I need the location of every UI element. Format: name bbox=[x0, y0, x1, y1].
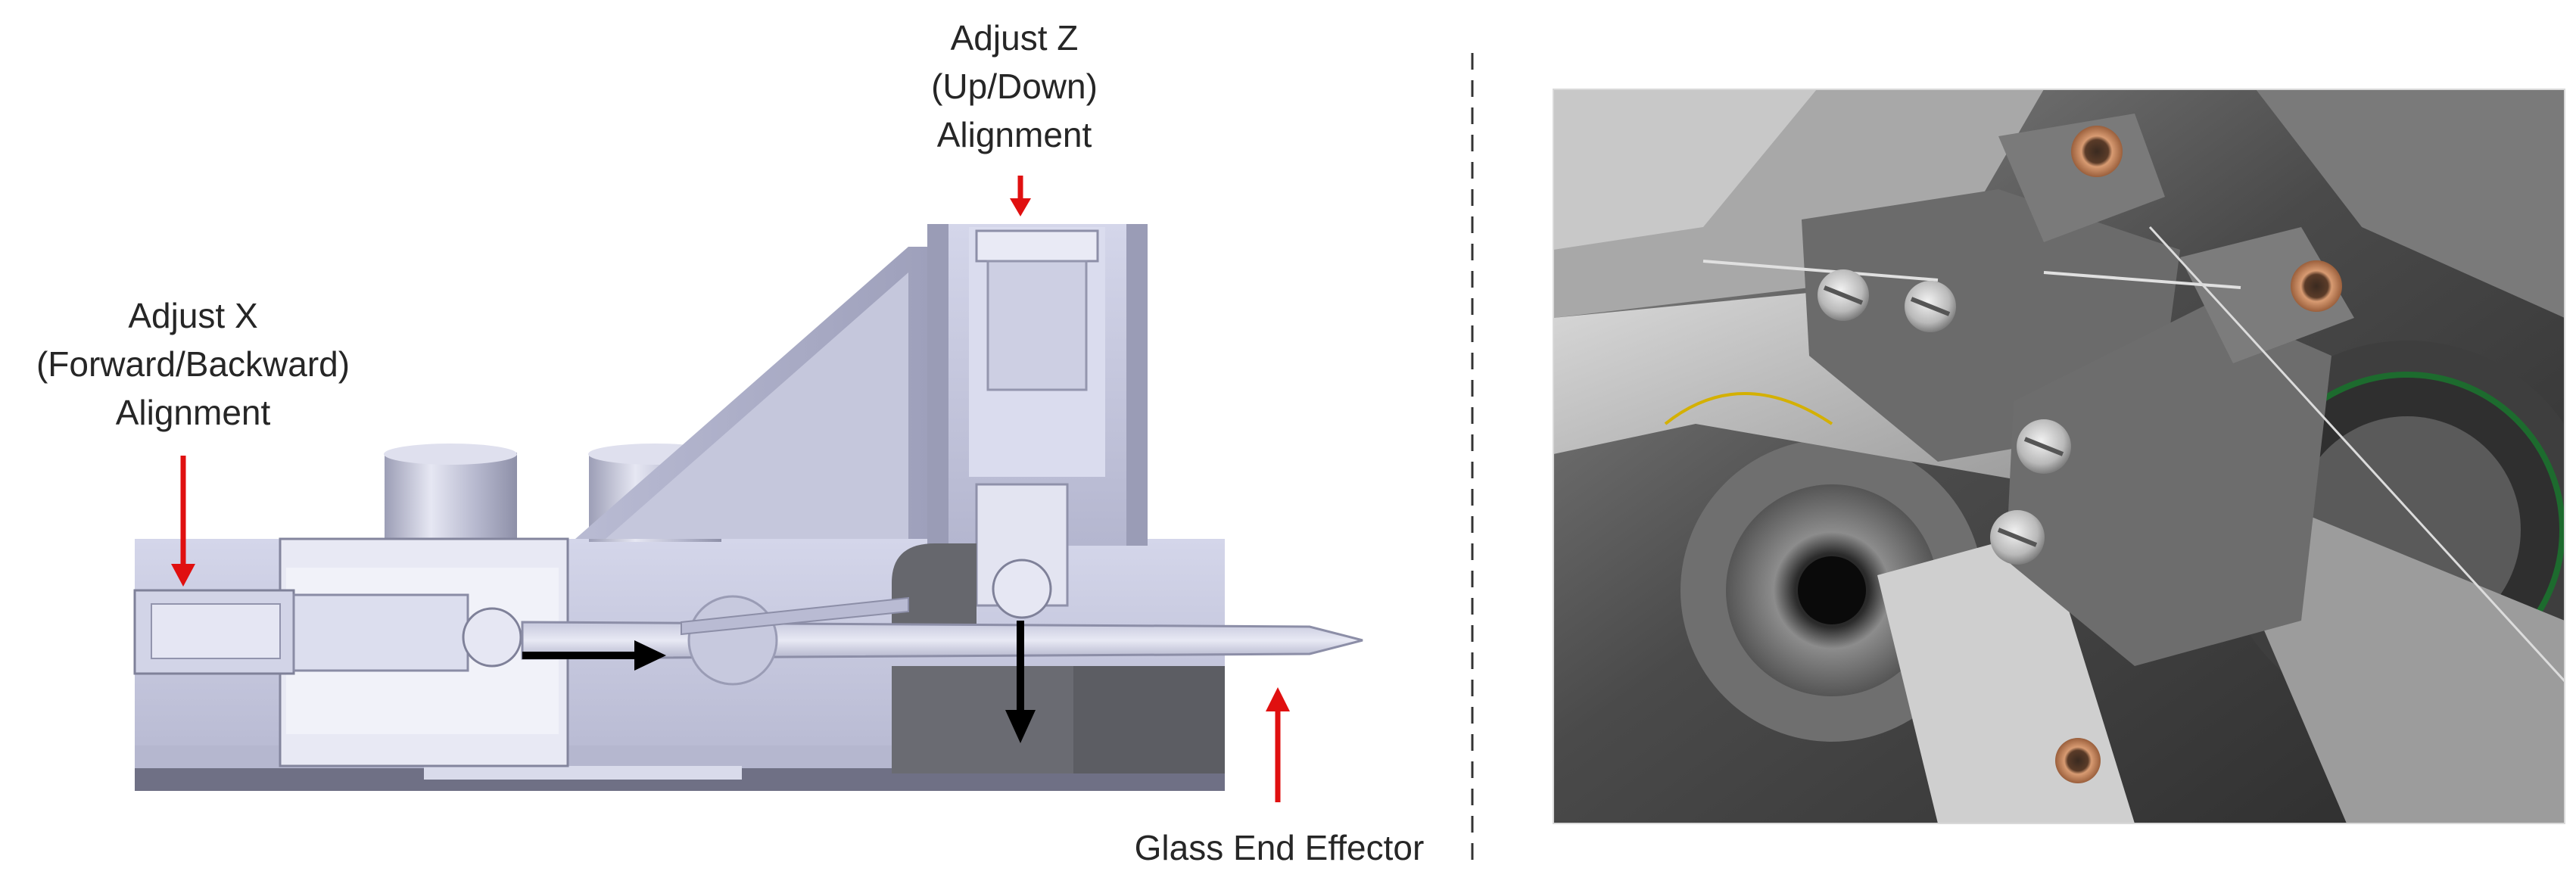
adjust-z-arrow bbox=[1010, 176, 1031, 216]
z-screw-shaft bbox=[986, 260, 1088, 391]
brass-insert-1 bbox=[2071, 126, 2123, 177]
downward-motion-arrow bbox=[1005, 621, 1036, 743]
rod-pivot-ball bbox=[687, 595, 778, 686]
brass-insert-3 bbox=[2055, 738, 2101, 783]
angled-bracket-face bbox=[606, 272, 908, 539]
holder-lower bbox=[2006, 303, 2331, 666]
adjust-x-line-3: Alignment bbox=[115, 393, 271, 432]
cylinder-left-top bbox=[384, 444, 517, 465]
x-plunger bbox=[292, 593, 469, 672]
screw-4 bbox=[1990, 510, 2045, 565]
z-housing-left-wall bbox=[927, 224, 948, 546]
z-screw-head bbox=[975, 229, 1099, 263]
dark-lower-block-face bbox=[892, 666, 1073, 774]
rod-guide bbox=[681, 596, 909, 636]
adjust-z-line-2: (Up/Down) bbox=[931, 67, 1098, 106]
cad-cross-section bbox=[133, 176, 1363, 802]
cylinder-left bbox=[385, 453, 517, 542]
brass-insert-2 bbox=[2291, 260, 2342, 312]
z-housing-right-wall bbox=[1126, 224, 1148, 546]
glass-end-effector-label: Glass End Effector bbox=[1113, 823, 1446, 872]
adjust-x-line-2: (Forward/Backward) bbox=[36, 344, 350, 384]
forward-motion-arrow bbox=[522, 640, 666, 671]
adjust-z-line-1: Adjust Z bbox=[950, 18, 1079, 58]
device-photo bbox=[1553, 89, 2565, 824]
adjust-z-line-3: Alignment bbox=[936, 115, 1092, 154]
z-ball bbox=[992, 559, 1052, 619]
screw-2 bbox=[1905, 281, 1956, 332]
screw-1 bbox=[1818, 269, 1869, 321]
adjust-x-line-1: Adjust X bbox=[128, 296, 258, 335]
x-screw-hex bbox=[151, 603, 281, 659]
base-plate-slot bbox=[424, 766, 742, 780]
glass-end-effector-arrow bbox=[1266, 687, 1290, 802]
x-ball bbox=[462, 607, 522, 668]
adjust-x-label: Adjust X (Forward/Backward) Alignment bbox=[0, 291, 386, 437]
adjust-z-label: Adjust Z (Up/Down) Alignment bbox=[855, 14, 1173, 159]
adjust-x-arrow bbox=[171, 456, 195, 587]
glass-end-effector-text: Glass End Effector bbox=[1134, 828, 1425, 867]
screw-3 bbox=[2017, 419, 2071, 474]
